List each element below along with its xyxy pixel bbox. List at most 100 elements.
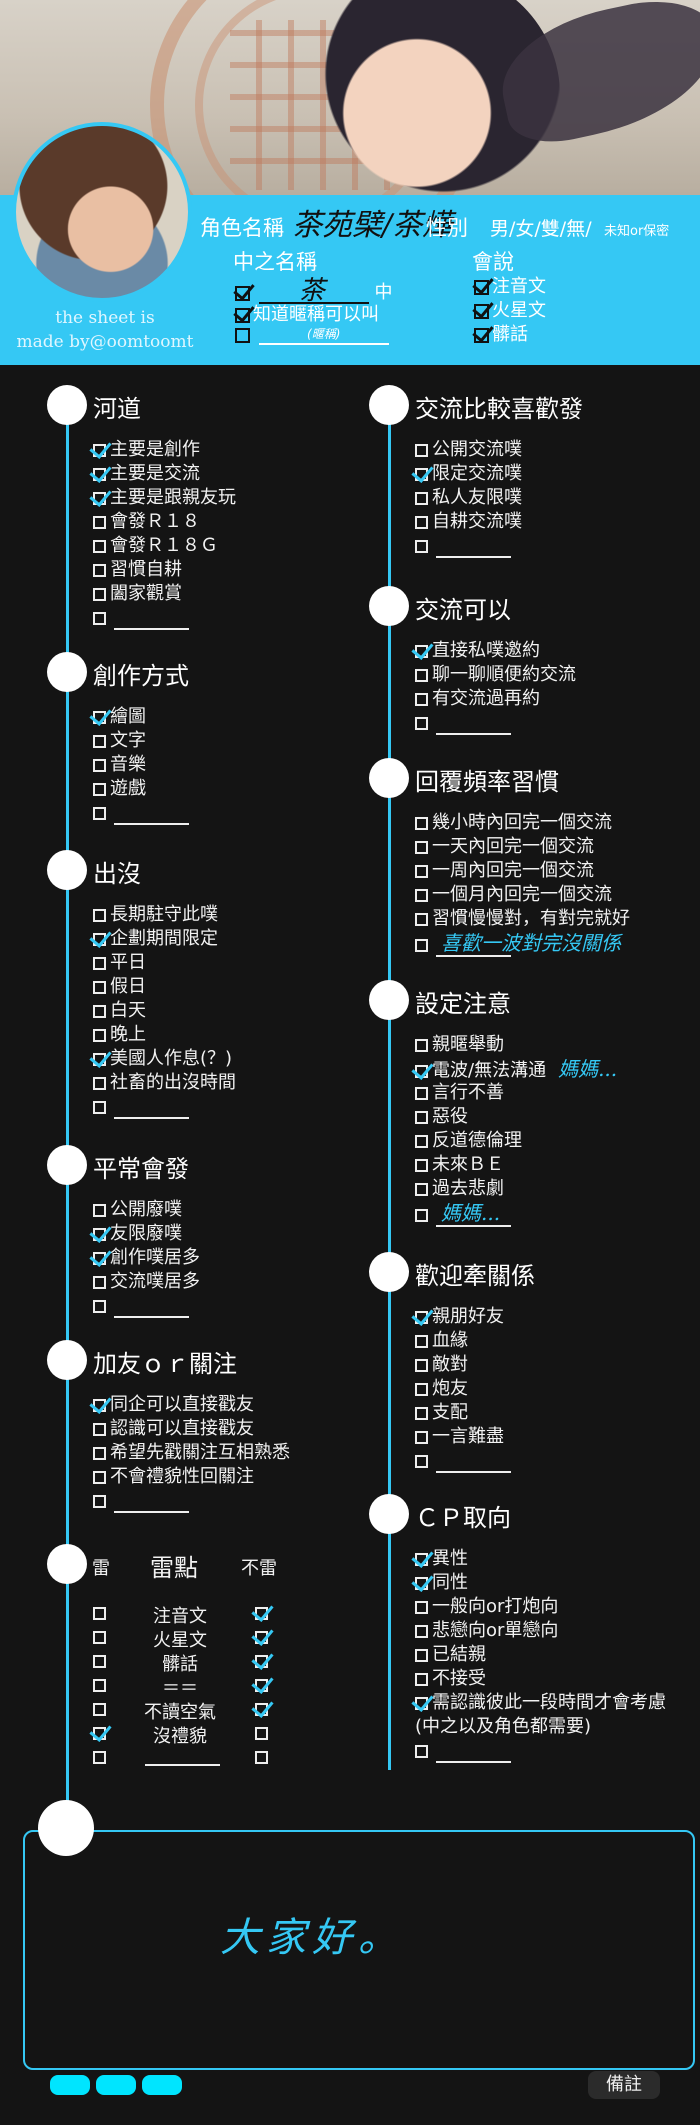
checkbox[interactable] bbox=[93, 1422, 106, 1436]
blank-line[interactable] bbox=[436, 544, 511, 558]
blank-line[interactable] bbox=[145, 1750, 220, 1766]
color-pill[interactable] bbox=[142, 2075, 182, 2095]
bulei-checkbox[interactable] bbox=[255, 1679, 268, 1692]
checkbox[interactable] bbox=[415, 491, 428, 505]
lei-checkbox[interactable] bbox=[93, 1703, 106, 1716]
checkbox[interactable] bbox=[415, 1430, 428, 1444]
checkbox[interactable] bbox=[415, 938, 428, 952]
checkbox[interactable] bbox=[93, 1251, 106, 1265]
checkbox[interactable] bbox=[93, 443, 106, 457]
lei-checkbox[interactable] bbox=[93, 1679, 106, 1692]
checkbox[interactable] bbox=[415, 1358, 428, 1372]
checkbox[interactable] bbox=[93, 1100, 106, 1114]
checkbox[interactable] bbox=[415, 1182, 428, 1196]
blank-line[interactable] bbox=[436, 721, 511, 735]
checkbox[interactable] bbox=[93, 1470, 106, 1484]
checkbox[interactable] bbox=[93, 563, 106, 577]
checkbox[interactable] bbox=[93, 1028, 106, 1042]
checkbox[interactable] bbox=[93, 1227, 106, 1241]
lei-checkbox[interactable] bbox=[93, 1727, 106, 1740]
speak-checkbox[interactable] bbox=[474, 279, 489, 295]
checkbox[interactable] bbox=[415, 816, 428, 830]
checkbox[interactable] bbox=[415, 1406, 428, 1420]
checkbox[interactable] bbox=[415, 864, 428, 878]
checkbox[interactable] bbox=[415, 644, 428, 658]
checkbox[interactable] bbox=[93, 1299, 106, 1313]
blank-line[interactable] bbox=[436, 1459, 511, 1473]
lei-checkbox[interactable] bbox=[93, 1655, 106, 1668]
checkbox[interactable] bbox=[415, 1382, 428, 1396]
checkbox[interactable] bbox=[93, 980, 106, 994]
checkbox[interactable] bbox=[93, 1004, 106, 1018]
speak-checkbox[interactable] bbox=[474, 327, 489, 343]
speak-checkbox[interactable] bbox=[474, 303, 489, 319]
checkbox[interactable] bbox=[93, 587, 106, 601]
zh-name-checkbox[interactable] bbox=[235, 285, 250, 301]
checkbox[interactable] bbox=[93, 1203, 106, 1217]
checkbox[interactable] bbox=[93, 491, 106, 505]
checkbox[interactable] bbox=[415, 1648, 428, 1662]
checkbox[interactable] bbox=[415, 515, 428, 529]
checkbox[interactable] bbox=[93, 1275, 106, 1289]
checkbox[interactable] bbox=[415, 1672, 428, 1686]
checkbox[interactable] bbox=[415, 443, 428, 457]
blank-line[interactable] bbox=[114, 616, 189, 630]
blank-line[interactable] bbox=[114, 811, 189, 825]
checkbox[interactable] bbox=[93, 806, 106, 820]
checkbox[interactable] bbox=[415, 467, 428, 481]
checkbox[interactable] bbox=[93, 782, 106, 796]
blank-line[interactable] bbox=[436, 1749, 511, 1763]
checkbox[interactable] bbox=[93, 515, 106, 529]
checkbox[interactable] bbox=[93, 1446, 106, 1460]
lei-checkbox[interactable] bbox=[93, 1607, 106, 1620]
checkbox[interactable] bbox=[93, 467, 106, 481]
bulei-checkbox[interactable] bbox=[255, 1655, 268, 1668]
checkbox[interactable] bbox=[415, 1208, 428, 1222]
blank-line[interactable] bbox=[114, 1304, 189, 1318]
blank-line[interactable] bbox=[114, 1105, 189, 1119]
checkbox[interactable] bbox=[93, 734, 106, 748]
checkbox[interactable] bbox=[93, 611, 106, 625]
checkbox[interactable] bbox=[415, 912, 428, 926]
checkbox[interactable] bbox=[93, 539, 106, 553]
checkbox[interactable] bbox=[415, 1310, 428, 1324]
checkbox[interactable] bbox=[415, 1086, 428, 1100]
bulei-checkbox[interactable] bbox=[255, 1727, 268, 1740]
lei-checkbox[interactable] bbox=[93, 1751, 106, 1764]
checkbox[interactable] bbox=[415, 840, 428, 854]
bulei-checkbox[interactable] bbox=[255, 1607, 268, 1620]
checkbox[interactable] bbox=[93, 1076, 106, 1090]
remark-button[interactable]: 備註 bbox=[588, 2071, 660, 2099]
checkbox[interactable] bbox=[415, 668, 428, 682]
color-pill[interactable] bbox=[50, 2075, 90, 2095]
checkbox[interactable] bbox=[415, 1454, 428, 1468]
nickname-checkbox[interactable] bbox=[235, 307, 250, 323]
checkbox[interactable] bbox=[415, 888, 428, 902]
checkbox[interactable] bbox=[93, 1398, 106, 1412]
checkbox[interactable] bbox=[93, 710, 106, 724]
bulei-checkbox[interactable] bbox=[255, 1703, 268, 1716]
checkbox[interactable] bbox=[93, 932, 106, 946]
checkbox[interactable] bbox=[415, 1624, 428, 1638]
bulei-checkbox[interactable] bbox=[255, 1751, 268, 1764]
checkbox[interactable] bbox=[415, 1744, 428, 1758]
checkbox[interactable] bbox=[93, 1052, 106, 1066]
checkbox[interactable] bbox=[415, 1576, 428, 1590]
checkbox[interactable] bbox=[93, 758, 106, 772]
checkbox[interactable] bbox=[415, 1038, 428, 1052]
color-pill[interactable] bbox=[96, 2075, 136, 2095]
checkbox[interactable] bbox=[415, 716, 428, 730]
checkbox[interactable] bbox=[415, 692, 428, 706]
checkbox[interactable] bbox=[93, 1494, 106, 1508]
checkbox[interactable] bbox=[415, 1334, 428, 1348]
bulei-checkbox[interactable] bbox=[255, 1631, 268, 1644]
blank-line[interactable] bbox=[436, 943, 511, 957]
checkbox[interactable] bbox=[415, 539, 428, 553]
checkbox[interactable] bbox=[415, 1158, 428, 1172]
memo-box[interactable] bbox=[23, 1830, 695, 2070]
checkbox[interactable] bbox=[415, 1064, 428, 1078]
checkbox[interactable] bbox=[93, 908, 106, 922]
lei-checkbox[interactable] bbox=[93, 1631, 106, 1644]
checkbox[interactable] bbox=[415, 1600, 428, 1614]
checkbox[interactable] bbox=[415, 1134, 428, 1148]
